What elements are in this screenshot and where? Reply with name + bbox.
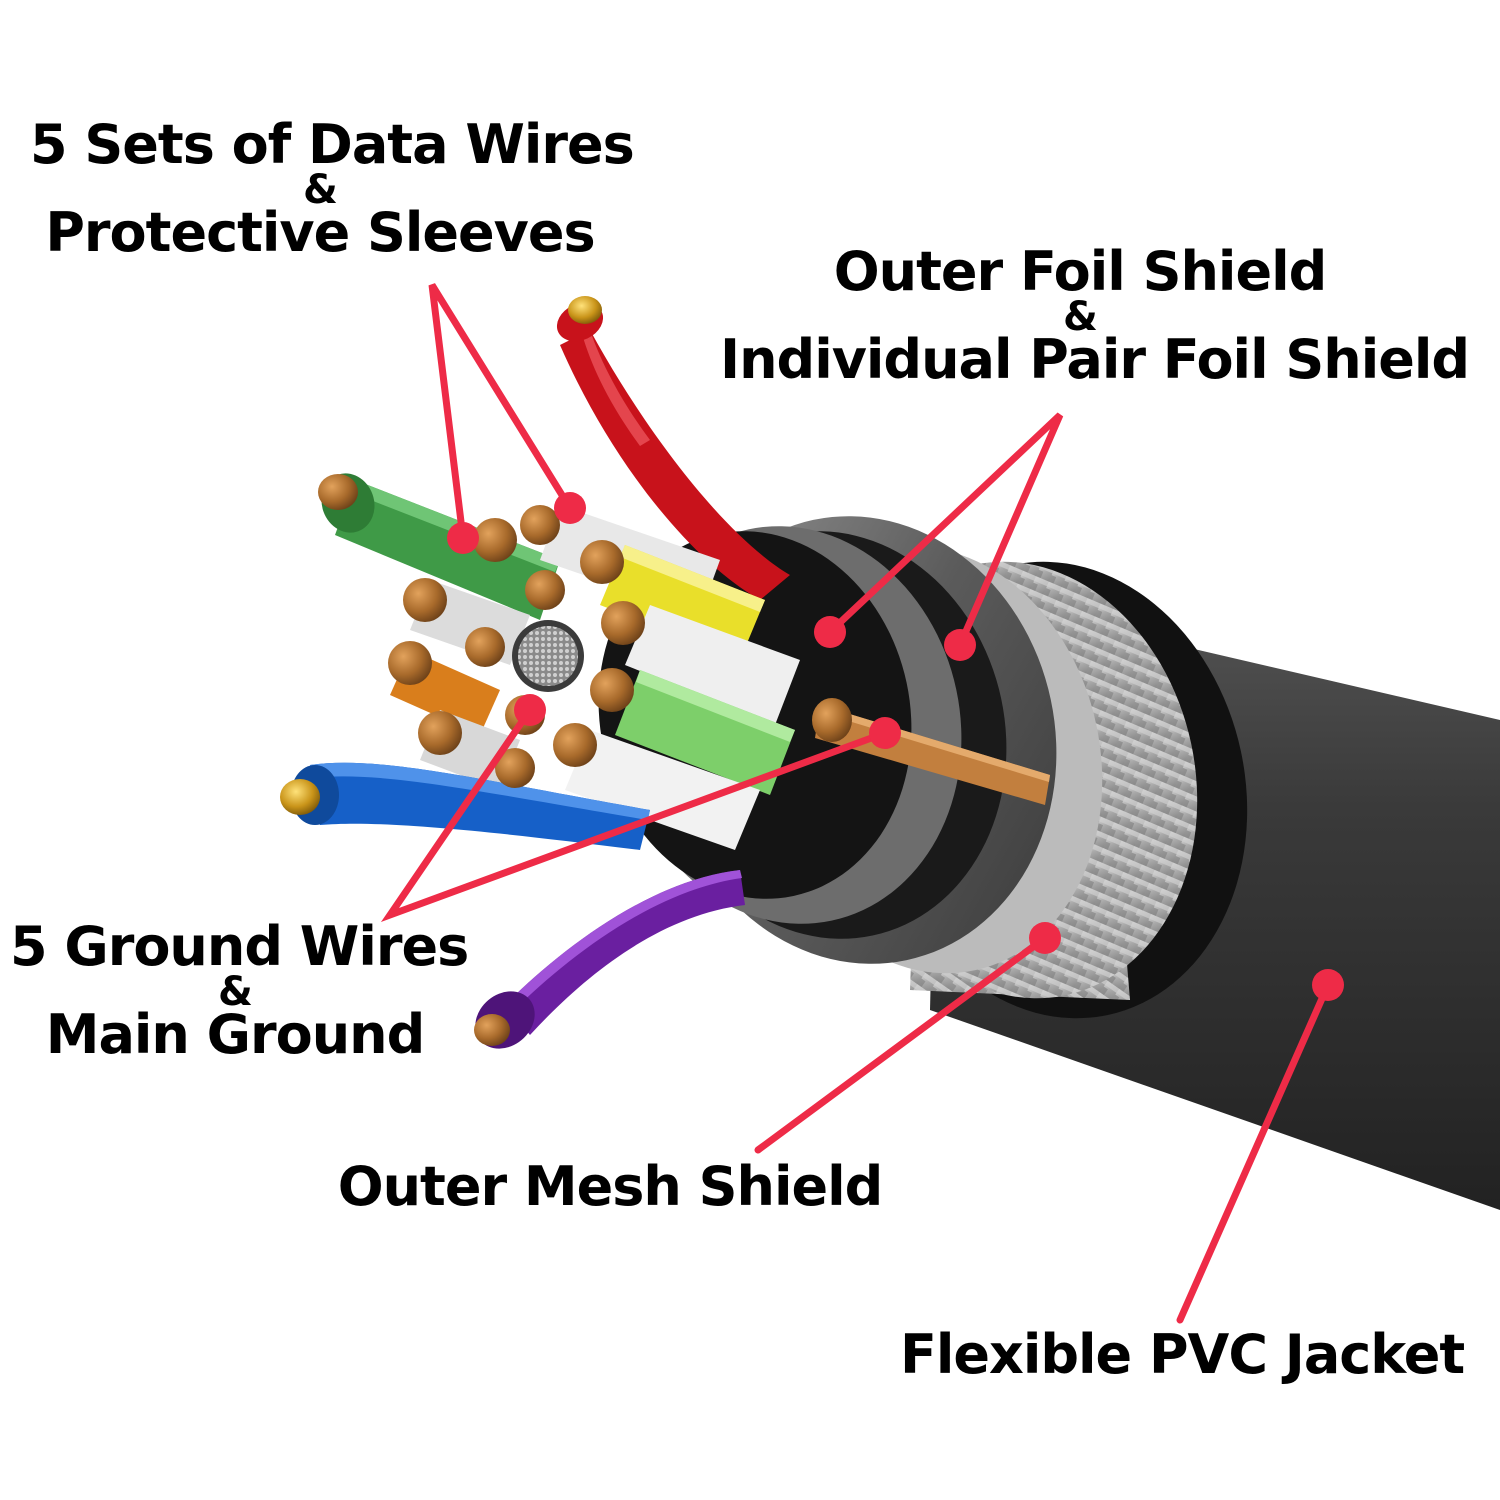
label-data-wires-line1: 5 Sets of Data Wires [30, 113, 635, 176]
callout-dot-foil-2 [944, 629, 976, 661]
label-foil-shield-line2: Individual Pair Foil Shield [720, 328, 1470, 391]
callout-line-mesh-shield [754, 934, 1049, 1154]
callout-line-data-wires [428, 283, 574, 542]
label-mesh-shield: Outer Mesh Shield [330, 1160, 890, 1214]
label-data-wires-amp: & [303, 167, 338, 213]
label-ground-wires-amp: & [218, 969, 253, 1015]
label-foil-shield: Outer Foil Shield & Individual Pair Foil… [720, 240, 1470, 391]
label-ground-wires-line2: Main Ground [45, 1003, 426, 1066]
callout-dot-ground-2 [869, 717, 901, 749]
callout-dots [447, 492, 1344, 1001]
label-pvc-jacket-line1: Flexible PVC Jacket [900, 1323, 1465, 1386]
callout-dot-foil-1 [814, 616, 846, 648]
label-data-wires: 5 Sets of Data Wires & Protective Sleeve… [30, 113, 635, 264]
label-foil-shield-amp: & [1063, 294, 1098, 340]
label-mesh-shield-line1: Outer Mesh Shield [337, 1155, 884, 1218]
callout-dot-data-wires-1 [447, 522, 479, 554]
callout-dot-mesh [1029, 922, 1061, 954]
callout-lines [380, 283, 1332, 1324]
callout-line-foil-shield [826, 412, 1064, 649]
label-foil-shield-line1: Outer Foil Shield [833, 240, 1327, 303]
callout-dot-ground-1 [514, 694, 546, 726]
label-pvc-jacket: Flexible PVC Jacket [900, 1323, 1465, 1386]
label-ground-wires: 5 Ground Wires & Main Ground [10, 915, 469, 1066]
callout-line-pvc-jacket [1176, 981, 1332, 1324]
label-ground-wires-line1: 5 Ground Wires [10, 915, 469, 978]
callout-dot-data-wires-2 [554, 492, 586, 524]
callout-line-ground-wires [380, 706, 889, 923]
label-data-wires-line2: Protective Sleeves [45, 201, 595, 264]
callout-dot-jacket [1312, 969, 1344, 1001]
